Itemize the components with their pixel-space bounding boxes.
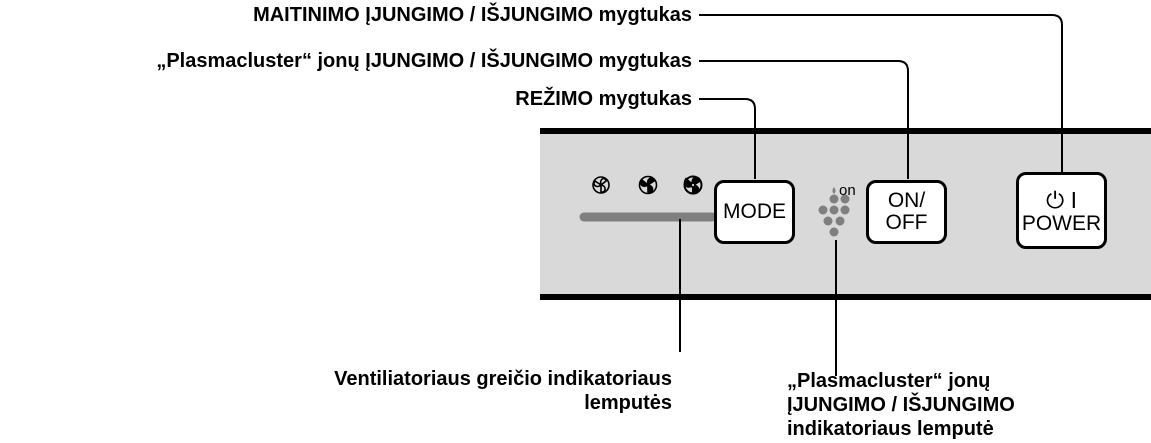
ion-indicator-on-text: on bbox=[839, 182, 856, 199]
ion-lamp-callout-line1: „Plasmacluster“ jonų bbox=[787, 370, 991, 392]
ion-indicator-lamp-icon bbox=[818, 187, 850, 237]
ion-onoff-button-label: ON/ OFF bbox=[885, 189, 928, 234]
ion-lamp-callout-line3: indikatoriaus lemputė bbox=[787, 418, 994, 440]
power-button[interactable]: ⏻ I POWER bbox=[1016, 172, 1107, 249]
power-button-label: POWER bbox=[1021, 211, 1102, 235]
fan-speed-medium-icon bbox=[638, 175, 658, 195]
fan-lamps-callout-line2: lemputės bbox=[584, 392, 672, 414]
power-symbol-icon: ⏻ I bbox=[1046, 186, 1077, 213]
ion-droplet-icon bbox=[832, 187, 836, 194]
power-button-callout: MAITINIMO ĮJUNGIMO / IŠJUNGIMO mygtukas bbox=[253, 4, 692, 26]
mode-button[interactable]: MODE bbox=[714, 180, 795, 244]
ion-onoff-button[interactable]: ON/ OFF bbox=[866, 180, 947, 244]
power-leader-line bbox=[699, 14, 1063, 172]
mode-leader-line bbox=[699, 98, 756, 179]
fan-speed-high-icon bbox=[683, 175, 703, 195]
mode-button-label: MODE bbox=[723, 200, 786, 223]
ion-button-callout: „Plasmacluster“ jonų ĮJUNGIMO / IŠJUNGIM… bbox=[156, 50, 692, 72]
fan-speed-low-icon bbox=[592, 176, 610, 194]
mode-button-callout: REŽIMO mygtukas bbox=[515, 88, 692, 110]
ion-lamp-callout-line2: ĮJUNGIMO / IŠJUNGIMO bbox=[787, 394, 1015, 416]
fan-lamps-callout-line1: Ventiliatoriaus greičio indikatoriaus bbox=[334, 368, 672, 390]
ion-button-leader-line bbox=[699, 60, 909, 179]
leader-lines bbox=[679, 14, 1063, 376]
